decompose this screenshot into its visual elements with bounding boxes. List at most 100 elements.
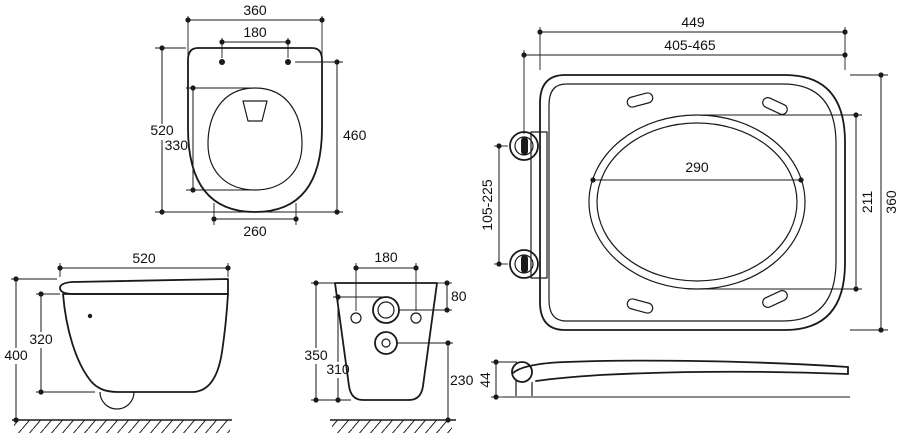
dim-seat-overall-length-label: 449 — [681, 14, 705, 30]
dimension-dot — [496, 261, 502, 267]
dimension-dot — [493, 359, 499, 365]
dim-inlet-height-label: 310 — [326, 361, 350, 377]
bowl-inner-rim — [207, 87, 303, 191]
dimension-dot — [444, 307, 450, 313]
dim-overall-height-label: 400 — [4, 347, 28, 363]
dimension-dot — [842, 29, 848, 35]
dimension-dot — [353, 265, 359, 271]
dimension-dot — [313, 280, 319, 286]
dim-bowl-overall-width-label: 360 — [243, 2, 267, 18]
dim-seat-overall-width-label: 360 — [883, 190, 899, 214]
outlet-hole — [374, 331, 398, 355]
dim-inlet-drop-label: 80 — [451, 288, 467, 304]
dim-opening-length: 290 — [590, 159, 804, 183]
dim-rear-overall-height-label: 350 — [304, 347, 328, 363]
dim-seat-overall-width: 360 — [850, 72, 899, 333]
dimension-dot — [878, 327, 884, 333]
seat-top-view: 449 405-465 290 211 — [479, 14, 899, 333]
dim-seat-area-depth-label: 460 — [343, 127, 367, 143]
toilet-side-view: 520 400 320 — [4, 250, 232, 433]
dimension-dot — [537, 29, 543, 35]
hinge-bolt-bottom — [509, 249, 539, 279]
dim-fixing-hole-spacing: 180 — [353, 249, 419, 311]
hinge-bracket — [530, 131, 548, 279]
dim-bowl-overall-depth: 520 — [150, 45, 343, 215]
seat-lid-profile — [59, 278, 229, 295]
dim-inlet-height: 310 — [326, 294, 386, 403]
water-inlet-hole-inner — [377, 301, 395, 319]
dimension-dot — [878, 72, 884, 78]
dim-outlet-height: 230 — [397, 340, 474, 423]
dimension-dot — [293, 216, 299, 222]
dimension-dot — [853, 286, 859, 292]
dimension-dot — [57, 265, 63, 271]
dim-side-depth: 520 — [57, 250, 231, 277]
dim-seat-hinge-height-label: 44 — [477, 372, 493, 388]
dim-seat-area-depth: 460 — [295, 59, 367, 215]
dim-hinge-adjust-range: 405-465 — [521, 37, 848, 134]
dim-seat-overall-length: 449 — [537, 14, 848, 70]
bumper-slot-top-left — [626, 92, 654, 108]
dim-fixing-hole-spacing-label: 180 — [374, 249, 398, 265]
dimension-dot — [445, 417, 451, 423]
seat-lid-outline — [539, 74, 846, 331]
dim-inner-bowl-depth-label: 330 — [165, 137, 189, 153]
dimension-dot — [335, 397, 341, 403]
dim-front-width: 260 — [211, 203, 299, 239]
fixing-hole-right — [410, 312, 422, 324]
dim-inner-bowl-depth: 330 — [165, 85, 252, 193]
dim-rear-overall-height: 350 — [304, 280, 351, 403]
dim-hinge-spacing-range: 105-225 — [479, 143, 508, 267]
water-inlet-hole — [372, 296, 400, 324]
dim-bowl-overall-width: 360 — [185, 2, 325, 60]
dimension-dot — [38, 291, 44, 297]
hinge-bolt-outer — [509, 249, 539, 279]
toilet-top-view: 360 180 520 330 — [150, 2, 366, 239]
dimension-dot — [798, 177, 804, 183]
outlet-hole-inner — [381, 338, 391, 348]
toilet-rear-view: 180 80 350 310 — [304, 249, 474, 433]
dim-opening-width: 211 — [702, 112, 875, 292]
rear-outline — [334, 282, 438, 401]
seat-profile-top — [512, 359, 849, 374]
dimension-dot — [521, 52, 527, 58]
dimension-dot — [285, 39, 291, 45]
seat-mount-hole-right — [285, 59, 291, 65]
flush-detail — [242, 100, 268, 122]
dim-inlet-drop: 80 — [399, 280, 467, 313]
seat-side-view: 44 — [477, 359, 850, 400]
dimension-dot — [190, 85, 196, 91]
bumper-slot-top-right — [762, 97, 788, 115]
outlet-profile — [99, 391, 135, 410]
bowl-body-profile — [62, 293, 229, 393]
dimension-dot — [319, 17, 325, 23]
dim-side-depth-label: 520 — [132, 250, 156, 266]
dimension-dot — [13, 276, 19, 282]
bowl-outline — [187, 47, 323, 213]
dim-hinge-spacing-range-label: 105-225 — [479, 179, 495, 231]
dimension-dot — [493, 394, 499, 400]
dim-opening-length-label: 290 — [685, 159, 709, 175]
dimension-dot — [313, 397, 319, 403]
dimension-dot — [185, 17, 191, 23]
seat-ring-outer — [588, 114, 806, 290]
dimension-dot — [590, 177, 596, 183]
dim-body-height-label: 320 — [29, 331, 53, 347]
floor-hatch — [332, 420, 452, 433]
dim-seat-hinge-height: 44 — [477, 359, 517, 400]
hinge-bolt-slot — [521, 137, 528, 155]
seat-lid-inner-contour — [548, 83, 837, 322]
floor-hatch — [14, 420, 230, 433]
dim-overall-height: 400 — [4, 276, 57, 423]
dim-hinge-adjust-range-label: 405-465 — [664, 37, 716, 53]
seat-ring-inner — [596, 122, 798, 282]
hinge-bolt-mid — [514, 254, 534, 274]
dimension-dot — [444, 280, 450, 286]
dimension-dot — [190, 187, 196, 193]
dimension-dot — [219, 39, 225, 45]
dimension-dot — [496, 143, 502, 149]
dimension-dot — [413, 265, 419, 271]
dim-seat-hole-spacing: 180 — [219, 24, 291, 58]
